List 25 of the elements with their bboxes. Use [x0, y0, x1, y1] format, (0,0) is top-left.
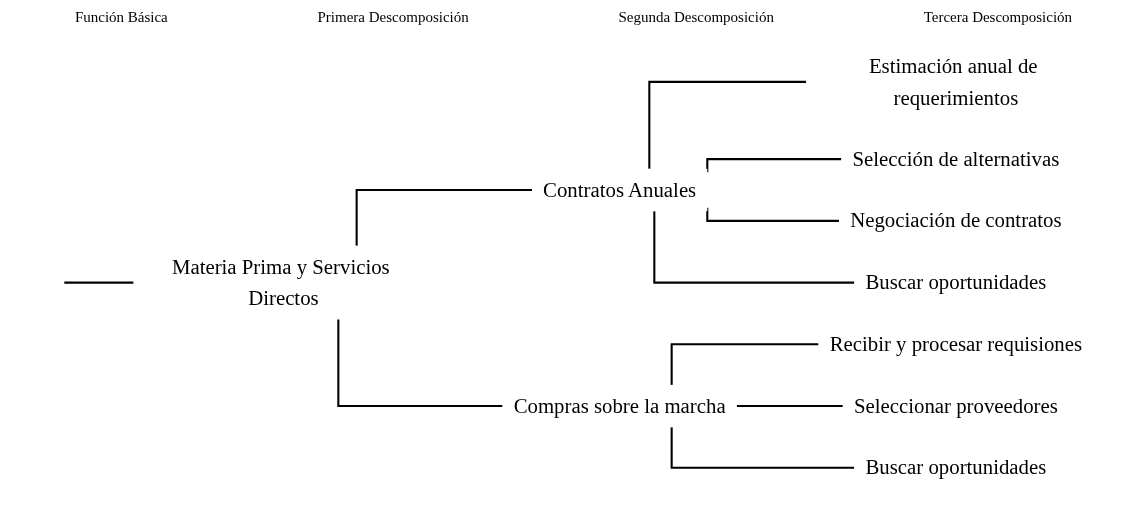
connector	[336, 319, 503, 408]
connector	[705, 207, 839, 222]
column-heading: Tercera Descomposición	[923, 8, 1073, 26]
node-text: Contratos Anuales	[542, 178, 696, 201]
column-heading: Función Básica	[74, 8, 168, 26]
column-heading: Primera Descomposición	[317, 8, 469, 26]
connector	[670, 343, 819, 385]
connector	[355, 189, 532, 246]
connector	[670, 427, 854, 469]
connector	[62, 281, 134, 284]
node-text: Buscar oportunidades	[865, 456, 1046, 479]
tree-diagram: Materia Prima y Servicios Directos Contratos Anuales Estimación anual de requerimientos Selección de alternativas Negociación de contratos Buscar oportunidades Compras sobre la marcha Recibir y procesar requisiones Seleccionar proveedores Buscar oportunidades	[30, 34, 1117, 500]
node-text: Estimación anual de requerimientos	[868, 54, 1038, 109]
node-text: Seleccionar proveedores	[853, 394, 1058, 417]
connector	[652, 211, 854, 284]
column-heading: Segunda Descomposición	[618, 8, 774, 26]
connector	[705, 158, 841, 173]
node-text: Compras sobre la marcha	[513, 394, 726, 417]
connector	[735, 404, 843, 408]
node-text: Materia Prima y Servicios Directos	[171, 255, 390, 309]
node-text: Recibir y procesar requisiones	[829, 332, 1082, 356]
connector	[647, 80, 806, 169]
node-text: Selección de alternativas	[852, 147, 1059, 170]
node-text: Buscar oportunidades	[865, 271, 1046, 294]
node-text: Negociación de contratos	[849, 209, 1062, 232]
